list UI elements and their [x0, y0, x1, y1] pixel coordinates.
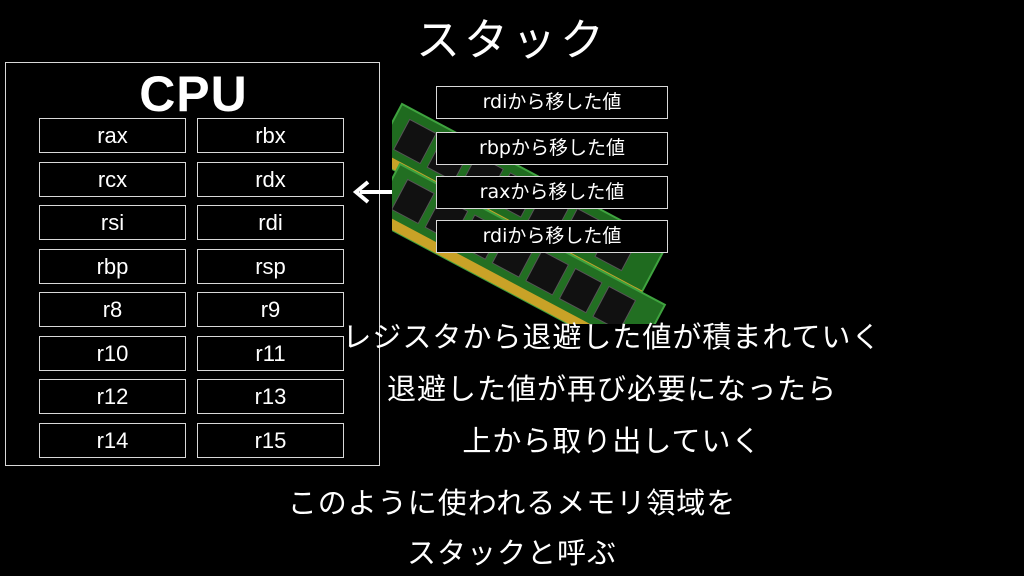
register-rbp: rbp — [39, 249, 186, 284]
register-r12: r12 — [39, 379, 186, 414]
slide-title: スタック — [416, 15, 608, 66]
register-rcx: rcx — [39, 162, 186, 197]
cpu-label: CPU — [139, 66, 248, 122]
register-r10: r10 — [39, 336, 186, 371]
conclusion-line-2: スタックと呼ぶ — [406, 536, 617, 570]
explanation-line-2: 退避した値が再び必要になったら — [386, 372, 837, 406]
stack-item-4: rdiから移した値 — [436, 220, 668, 253]
conclusion-line-1: このように使われるメモリ領域を — [287, 486, 737, 520]
register-rdx: rdx — [197, 162, 344, 197]
stack-item-3: raxから移した値 — [436, 176, 668, 209]
register-r15: r15 — [197, 423, 344, 458]
register-rsi: rsi — [39, 205, 186, 240]
explanation-line-3: 上から取り出していく — [462, 424, 762, 458]
register-r8: r8 — [39, 292, 186, 327]
explanation-line-1: レジスタから退避した値が積まれていく — [342, 320, 882, 354]
register-rsp: rsp — [197, 249, 344, 284]
register-r11: r11 — [197, 336, 344, 371]
register-rdi: rdi — [197, 205, 344, 240]
register-rbx: rbx — [197, 118, 344, 153]
cpu-box: CPU — [5, 62, 380, 466]
stack-item-2: rbpから移した値 — [436, 132, 668, 165]
stack-item-1: rdiから移した値 — [436, 86, 668, 119]
register-r13: r13 — [197, 379, 344, 414]
register-r9: r9 — [197, 292, 344, 327]
register-rax: rax — [39, 118, 186, 153]
register-r14: r14 — [39, 423, 186, 458]
